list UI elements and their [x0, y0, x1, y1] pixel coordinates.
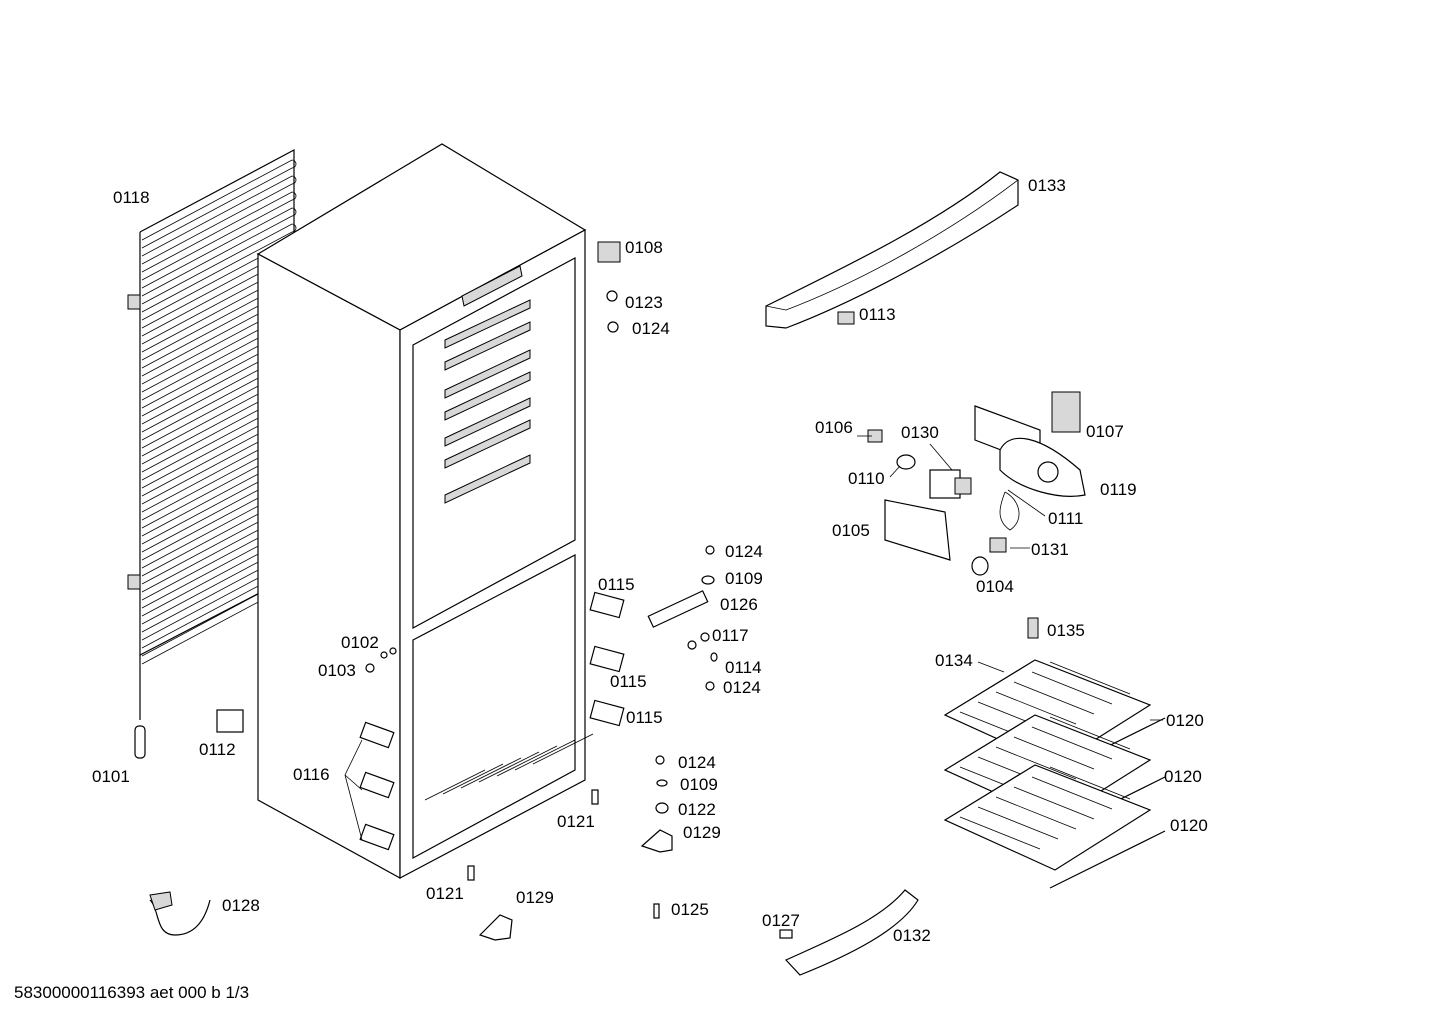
label-0123: 0123	[625, 293, 663, 312]
label-0122: 0122	[678, 800, 716, 819]
label-0128: 0128	[222, 896, 260, 915]
shelf-support	[444, 349, 531, 399]
hardware-parts	[149, 241, 919, 976]
label-0124-hinge: 0124	[725, 542, 763, 561]
evaporator-tube	[995, 796, 1077, 830]
coil-tube	[141, 223, 297, 313]
label-0110: 0110	[848, 469, 885, 488]
label-0111: 0111	[1048, 509, 1084, 528]
shelf-support	[444, 397, 531, 447]
label-0112: 0112	[199, 740, 236, 759]
label-0116: 0116	[293, 765, 330, 784]
label-0101: 0101	[92, 767, 130, 786]
evaporator-tube	[1049, 716, 1131, 750]
evaporator-tube	[1013, 736, 1095, 770]
coil-tube	[141, 191, 297, 281]
label-0120-top: 0120	[1166, 711, 1204, 730]
evaporator-tube	[995, 691, 1077, 725]
label-0124-bottom: 0124	[678, 753, 716, 772]
drawing-reference-footer: 58300000116393 aet 000 b 1/3	[14, 983, 250, 1002]
label-0109-bottom: 0109	[680, 775, 718, 794]
evaporator-tube	[1031, 671, 1113, 705]
shelf-support	[444, 371, 531, 421]
drawer-rib	[442, 763, 504, 795]
drawer-rib	[532, 733, 594, 765]
evaporator-tube	[1013, 681, 1095, 715]
label-0121-lower: 0121	[426, 884, 464, 903]
label-0117: 0117	[712, 626, 749, 645]
label-0103: 0103	[318, 661, 356, 680]
label-0132: 0132	[893, 926, 931, 945]
label-0131: 0131	[1031, 540, 1069, 559]
label-0125: 0125	[671, 900, 709, 919]
label-0133: 0133	[1028, 176, 1066, 195]
evaporator-tube	[1031, 776, 1113, 810]
label-0129-upper: 0129	[683, 823, 721, 842]
evaporator-tube	[1013, 786, 1095, 820]
coil-tube	[141, 175, 297, 265]
shelf-support	[444, 419, 531, 469]
label-0107: 0107	[1086, 422, 1124, 441]
leader-lines	[857, 435, 1163, 721]
label-0113: 0113	[859, 305, 896, 324]
label-0120-mid: 0120	[1164, 767, 1202, 786]
shelf-support	[444, 299, 531, 349]
evaporator-tube	[1049, 766, 1131, 800]
label-0105: 0105	[832, 521, 870, 540]
label-0121-upper: 0121	[557, 812, 595, 831]
label-0124-mid: 0124	[723, 678, 761, 697]
evaporator-tube	[1031, 726, 1113, 760]
evaporator-tube	[959, 816, 1041, 850]
label-0102: 0102	[341, 633, 379, 652]
label-0104: 0104	[976, 577, 1014, 596]
label-0134: 0134	[935, 651, 973, 670]
drawer-rib	[478, 751, 540, 783]
drawer-rib	[514, 739, 576, 771]
label-0108: 0108	[625, 238, 663, 257]
label-0135: 0135	[1047, 621, 1085, 640]
label-0124-top: 0124	[632, 319, 670, 338]
label-0115-bottom: 0115	[626, 708, 663, 727]
evaporator-rail	[1049, 830, 1166, 889]
top-cover-strip	[765, 171, 1019, 329]
lamp-assembly	[867, 391, 1086, 576]
label-0118: 0118	[113, 188, 150, 207]
label-0115-mid: 0115	[610, 672, 647, 691]
evaporator-tube	[995, 746, 1077, 780]
drawer-rib	[424, 769, 486, 801]
label-0115-top: 0115	[598, 575, 635, 594]
label-0129-lower: 0129	[516, 888, 554, 907]
evaporator-tube	[1049, 661, 1131, 695]
drawer-rib	[496, 745, 558, 777]
evaporator-tube	[977, 806, 1059, 840]
label-0119: 0119	[1100, 480, 1137, 499]
cabinet-body	[256, 143, 594, 880]
label-0126: 0126	[720, 595, 758, 614]
coil-tube	[141, 159, 297, 249]
shelf-support	[444, 454, 531, 504]
evaporator-shelves	[943, 617, 1166, 889]
coil-tube	[141, 207, 297, 297]
label-0114: 0114	[725, 658, 762, 677]
label-0127: 0127	[762, 911, 800, 930]
label-0130: 0130	[901, 423, 939, 442]
shelf-support	[444, 321, 531, 371]
drawer-rib	[460, 757, 522, 789]
label-0106: 0106	[815, 418, 853, 437]
label-0120-bottom: 0120	[1170, 816, 1208, 835]
label-0109-hinge: 0109	[725, 569, 763, 588]
